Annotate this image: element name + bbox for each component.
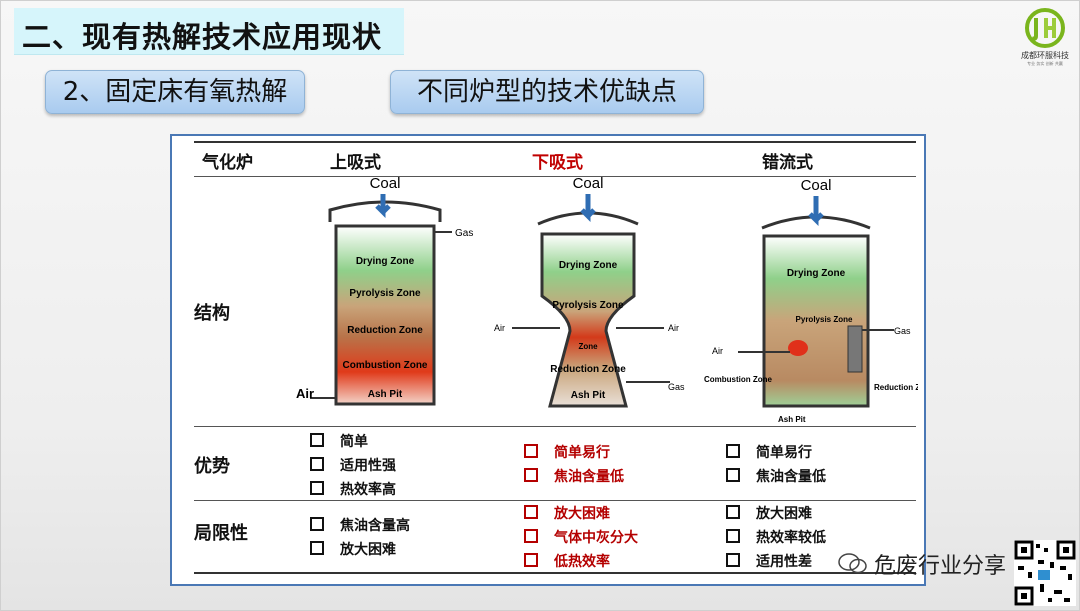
logo-tagline: 专业 务实 创新 共赢 (1027, 61, 1063, 66)
company-logo: 成都环服科技 专业 务实 创新 共赢 (1016, 6, 1074, 70)
checkbox-icon (310, 517, 324, 531)
updraft-zone-ashpit: Ash Pit (368, 389, 403, 400)
checkbox-icon (310, 481, 324, 495)
comparison-table-panel: 气化炉 上吸式 下吸式 错流式 结构 优势 局限性 Coal Gas Dryin… (170, 134, 926, 586)
adv-downdraft-2: 焦油含量低 (524, 466, 624, 486)
pill-fixed-bed: 2、固定床有氧热解 (45, 70, 305, 114)
adv-crossdraft-1: 简单易行 (726, 442, 812, 462)
crossdraft-zone-pyrolysis: Pyrolysis Zone (796, 315, 853, 324)
lim-crossdraft-1: 放大困难 (726, 503, 812, 523)
wechat-icon (838, 553, 867, 574)
downdraft-air-right: Air (668, 323, 679, 333)
header-updraft: 上吸式 (330, 153, 381, 173)
lim-updraft-1: 焦油含量高 (310, 515, 410, 535)
watermark-text: 危废行业分享 (874, 554, 1007, 579)
crossdraft-zone-combustion: Combustion Zone (704, 375, 773, 384)
table-advantage-rule (194, 500, 916, 501)
lim-crossdraft-3: 适用性差 (726, 551, 812, 571)
row-label-structure: 结构 (194, 303, 230, 324)
crossdraft-zone-reduction: Reduction Zone (874, 383, 918, 392)
updraft-air-label: Air (296, 386, 314, 401)
checkbox-icon (726, 553, 740, 567)
updraft-zone-combustion: Combustion Zone (343, 360, 428, 371)
checkbox-icon (726, 444, 740, 458)
updraft-zone-drying: Drying Zone (356, 256, 415, 267)
updraft-gasifier-diagram: Coal Gas Drying Zone Pyrolysis Zone Redu… (296, 176, 473, 406)
checkbox-icon (524, 505, 538, 519)
lim-crossdraft-2: 热效率较低 (726, 527, 826, 547)
pill-fixed-bed-label: 2、固定床有氧热解 (62, 77, 288, 107)
downdraft-zone-ashpit: Ash Pit (571, 390, 606, 401)
logo-company-name: 成都环服科技 (1021, 51, 1069, 60)
adv-updraft-3: 热效率高 (310, 479, 396, 499)
adv-downdraft-1: 简单易行 (524, 442, 610, 462)
lim-updraft-2: 放大困难 (310, 539, 396, 559)
pill-furnace-pros-cons: 不同炉型的技术优缺点 (390, 70, 704, 114)
crossdraft-gas-label: Gas (894, 326, 911, 336)
header-downdraft: 下吸式 (532, 153, 583, 173)
adv-updraft-1: 简单 (310, 431, 368, 451)
downdraft-zone-drying: Drying Zone (559, 260, 618, 271)
row-label-limitations: 局限性 (194, 523, 248, 544)
lim-downdraft-2: 气体中灰分大 (524, 527, 638, 547)
downdraft-gas-label: Gas (668, 382, 685, 392)
table-top-rule (194, 141, 916, 143)
checkbox-icon (310, 541, 324, 555)
checkbox-icon (726, 468, 740, 482)
title-bar: 二、现有热解技术应用现状 (14, 8, 404, 55)
table-bottom-rule (194, 572, 916, 574)
downdraft-coal-label: Coal (573, 176, 604, 192)
checkbox-icon (310, 433, 324, 447)
checkbox-icon (726, 505, 740, 519)
downdraft-zone-reduction: Reduction Zone (550, 364, 626, 375)
updraft-zone-reduction: Reduction Zone (347, 325, 423, 336)
updraft-coal-label: Coal (370, 176, 401, 192)
pill-furnace-pros-cons-label: 不同炉型的技术优缺点 (416, 77, 677, 107)
crossdraft-zone-drying: Drying Zone (787, 268, 846, 279)
checkbox-icon (310, 457, 324, 471)
adv-updraft-2: 适用性强 (310, 455, 396, 475)
crossdraft-coal-label: Coal (801, 177, 832, 194)
checkbox-icon (524, 468, 538, 482)
downdraft-air-left: Air (494, 323, 505, 333)
header-crossdraft: 错流式 (762, 153, 813, 173)
qr-code-icon[interactable] (1014, 540, 1076, 606)
row-label-advantages: 优势 (194, 456, 230, 477)
crossdraft-zone-ashpit: Ash Pit (778, 415, 806, 424)
crossdraft-combustion-core (788, 340, 808, 356)
logo-mark-icon (1025, 8, 1065, 48)
checkbox-icon (524, 553, 538, 567)
checkbox-icon (726, 529, 740, 543)
lim-downdraft-3: 低热效率 (524, 551, 610, 571)
slide-title: 二、现有热解技术应用现状 (22, 20, 383, 54)
adv-crossdraft-2: 焦油含量低 (726, 466, 826, 486)
table-structure-rule (194, 426, 916, 427)
crossdraft-air-label: Air (712, 346, 723, 356)
updraft-zone-pyrolysis: Pyrolysis Zone (349, 288, 421, 299)
checkbox-icon (524, 529, 538, 543)
header-gasifier: 气化炉 (202, 153, 253, 173)
crossdraft-gasifier-diagram: Coal Air Gas Drying Zone Pyrolysis Zone … (704, 177, 918, 424)
downdraft-zone-pyrolysis: Pyrolysis Zone (552, 300, 624, 311)
downdraft-zone-combustion: Zone (578, 342, 598, 351)
checkbox-icon (524, 444, 538, 458)
table-header-rule (194, 176, 916, 177)
downdraft-gasifier-diagram: Coal Air Air Gas Drying Zone Pyrolysis Z… (494, 176, 685, 408)
updraft-gas-label: Gas (455, 228, 473, 239)
lim-downdraft-1: 放大困难 (524, 503, 610, 523)
